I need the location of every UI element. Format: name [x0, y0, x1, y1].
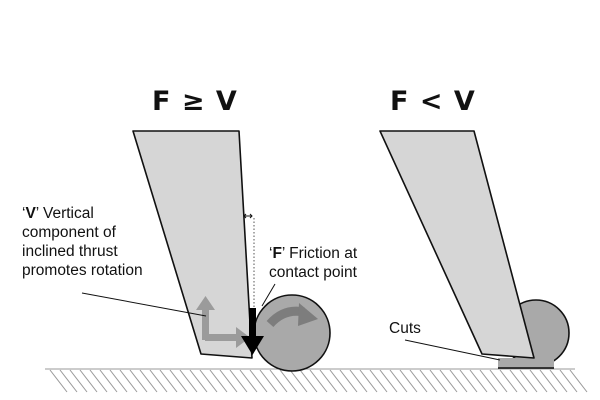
hatch-mark [69, 369, 88, 393]
hatch-mark [379, 369, 398, 393]
hatch-mark [449, 369, 468, 393]
ground-hatch [45, 368, 588, 393]
hatch-mark [79, 369, 98, 393]
hatch-mark [419, 369, 438, 393]
hatch-mark [439, 369, 458, 393]
hatch-mark [259, 369, 278, 393]
hatch-mark [479, 369, 498, 393]
left-title: F ≥ V [152, 86, 238, 117]
hatch-mark [99, 369, 118, 393]
v-label-prefix: ‘ [22, 205, 26, 222]
hatch-mark [219, 369, 238, 393]
f-label-prefix: ‘ [269, 245, 273, 262]
hatch-mark [199, 369, 218, 393]
hatch-mark [549, 369, 568, 393]
hatch-mark [319, 369, 338, 393]
hatch-mark [459, 369, 478, 393]
hatch-mark [499, 369, 518, 393]
hatch-mark [149, 369, 168, 393]
v-label-line-1: ‘V’ Vertical [22, 204, 143, 223]
hatch-mark [299, 369, 318, 393]
hatch-mark [559, 369, 578, 393]
hatch-mark [269, 369, 288, 393]
right-title: F < V [390, 86, 476, 117]
hatch-mark [279, 369, 298, 393]
hatch-mark [209, 369, 228, 393]
right-panel [379, 130, 570, 369]
right-blade [379, 130, 535, 359]
hatch-mark [249, 369, 268, 393]
v-label-after-symbol: ’ Vertical [35, 205, 94, 222]
hatch-mark [539, 369, 558, 393]
v-label-line-2: component of [22, 224, 116, 241]
hatch-mark [119, 369, 138, 393]
offset-indicator [243, 213, 253, 219]
hatch-mark [429, 369, 448, 393]
hatch-mark [59, 369, 78, 393]
f-label-leader [261, 283, 276, 307]
hatch-mark [89, 369, 108, 393]
hatch-mark [189, 369, 208, 393]
hatch-mark [529, 369, 548, 393]
hatch-mark [179, 369, 198, 393]
hatch-mark [409, 369, 428, 393]
hatch-mark [139, 369, 158, 393]
f-label-symbol: F [272, 245, 282, 262]
hatch-mark [369, 369, 388, 393]
v-label-leader [81, 292, 207, 317]
v-label-line-4: promotes rotation [22, 262, 143, 279]
rotation-arrow-icon [266, 303, 318, 328]
hatch-mark [489, 369, 508, 393]
hatch-mark [359, 369, 378, 393]
f-label-line-2: contact point [269, 264, 357, 281]
f-label-after-symbol: ’ Friction at [281, 245, 358, 262]
v-label: ‘V’ Vertical component of inclined thrus… [22, 204, 143, 280]
hatch-mark [289, 369, 308, 393]
hatch-mark [339, 369, 358, 393]
friction-arrow-icon [241, 308, 264, 355]
hatch-mark [329, 369, 348, 393]
hatch-mark [229, 369, 248, 393]
hatch-mark [349, 369, 368, 393]
hatch-mark [519, 369, 538, 393]
hatch-mark [509, 369, 528, 393]
hatch-mark [239, 369, 258, 393]
hatch-mark [169, 369, 188, 393]
hatch-mark [109, 369, 128, 393]
hatch-mark [469, 369, 488, 393]
hatch-mark [309, 369, 328, 393]
v-label-symbol: V [25, 205, 36, 222]
hatch-mark [389, 369, 408, 393]
left-ball [253, 294, 331, 372]
v-label-line-3: inclined thrust [22, 243, 118, 260]
f-label: ‘F’ Friction at contact point [269, 244, 357, 282]
hatch-mark [159, 369, 178, 393]
left-blade [132, 130, 253, 359]
hatch-mark [49, 369, 68, 393]
hatch-mark [399, 369, 418, 393]
left-panel [81, 130, 331, 372]
hatch-mark [569, 369, 588, 393]
hatch-mark [129, 369, 148, 393]
cuts-label: Cuts [389, 320, 421, 337]
f-label-line-1: ‘F’ Friction at [269, 244, 357, 263]
cuts-label-leader [404, 339, 501, 361]
